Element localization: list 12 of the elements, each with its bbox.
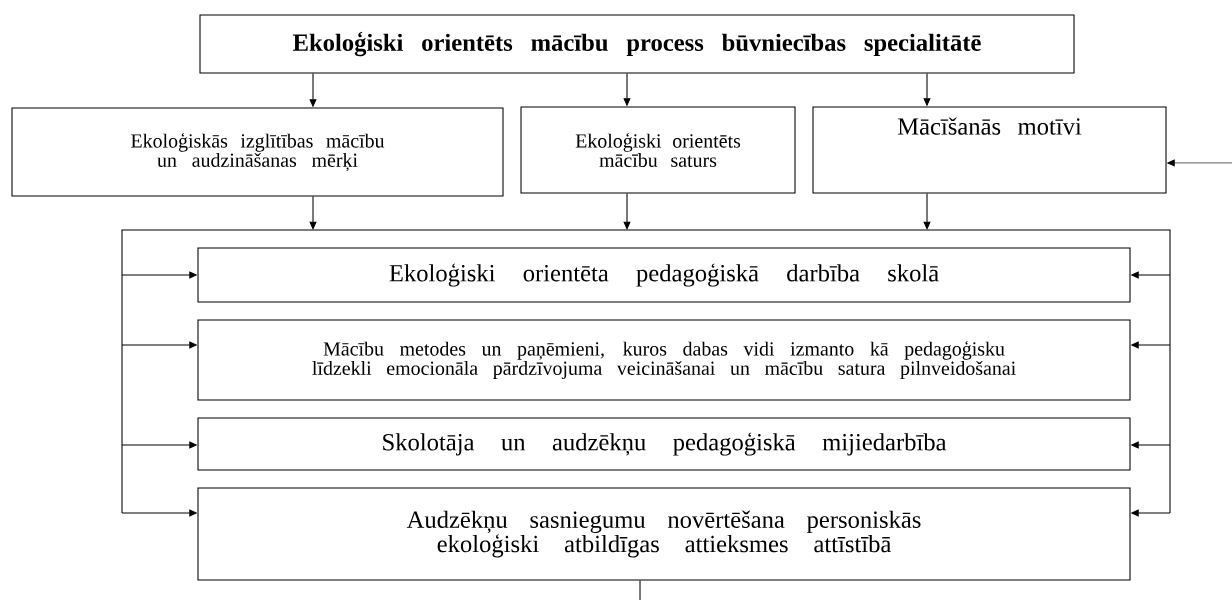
process-box: Skolotāja un audzēkņu pedagoģiskā mijiedarbība [197,417,1131,471]
process-box: Ekoloģiski orientēta pedagoģiskā darbība skolā [197,247,1131,303]
line-stub [639,580,641,601]
title-box: Ekoloģiski orientēts mācību process būvniecības specialitātē [199,14,1075,74]
process-box: Ekoloģiski orientēts mācību saturs [520,106,796,194]
arrow [623,193,631,230]
arrow [923,193,931,230]
process-box: Mācīšanās motīvi [812,106,1167,194]
arrow [309,196,317,230]
process-box: Mācību metodes un paņēmieni, kuros dabas vidi izmanto kā pedagoģisku līdzekli emocionāla pārdzīvojuma veicināšanai un mācību satura pilnveidošanai [197,319,1131,401]
process-box: Ekoloģiskās izglītības mācību un audzināšanas mērķi [11,107,504,197]
process-box: Audzēkņu sasniegumu novērtēšana personiskās ekoloģiski atbildīgas attieksmes attīstībā [197,487,1131,581]
